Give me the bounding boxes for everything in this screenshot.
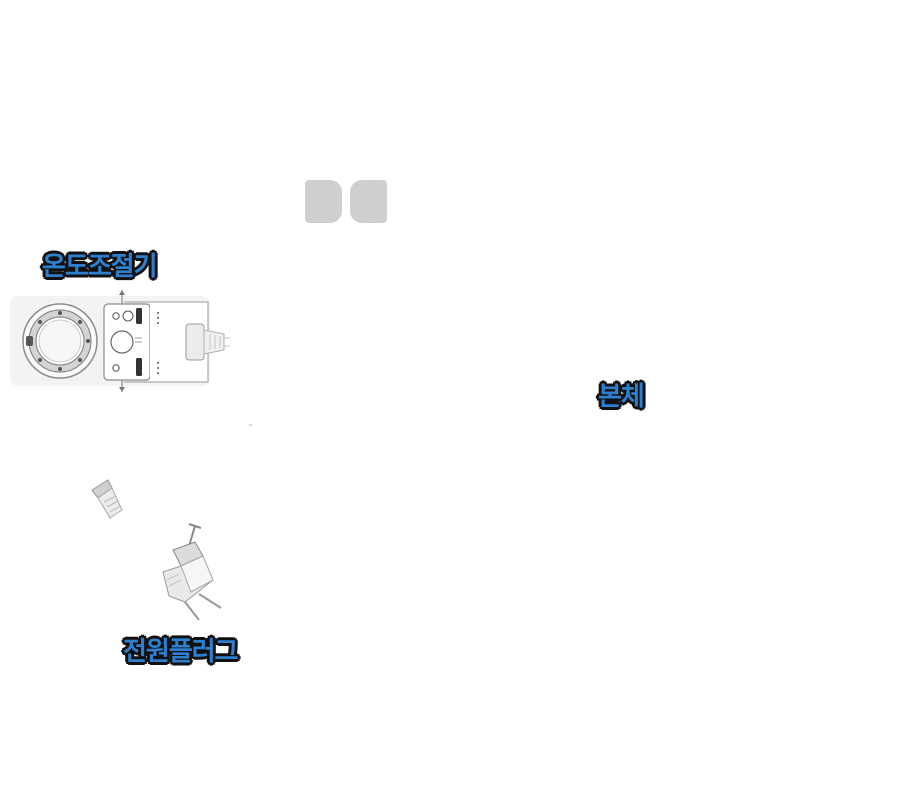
gray-placeholder-right [350,180,387,223]
power-plug-label: 전원플러그 [123,637,239,667]
power-plug-icon [162,523,222,621]
small-connector-icon [91,479,123,519]
stray-mark [249,424,252,426]
thermostat-device-icon [10,290,230,392]
temperature-dial-icon [22,303,98,379]
gray-placeholder-left [305,180,342,223]
body-label: 본체 [598,382,645,412]
thermostat-label: 온도조절기 [42,252,158,282]
